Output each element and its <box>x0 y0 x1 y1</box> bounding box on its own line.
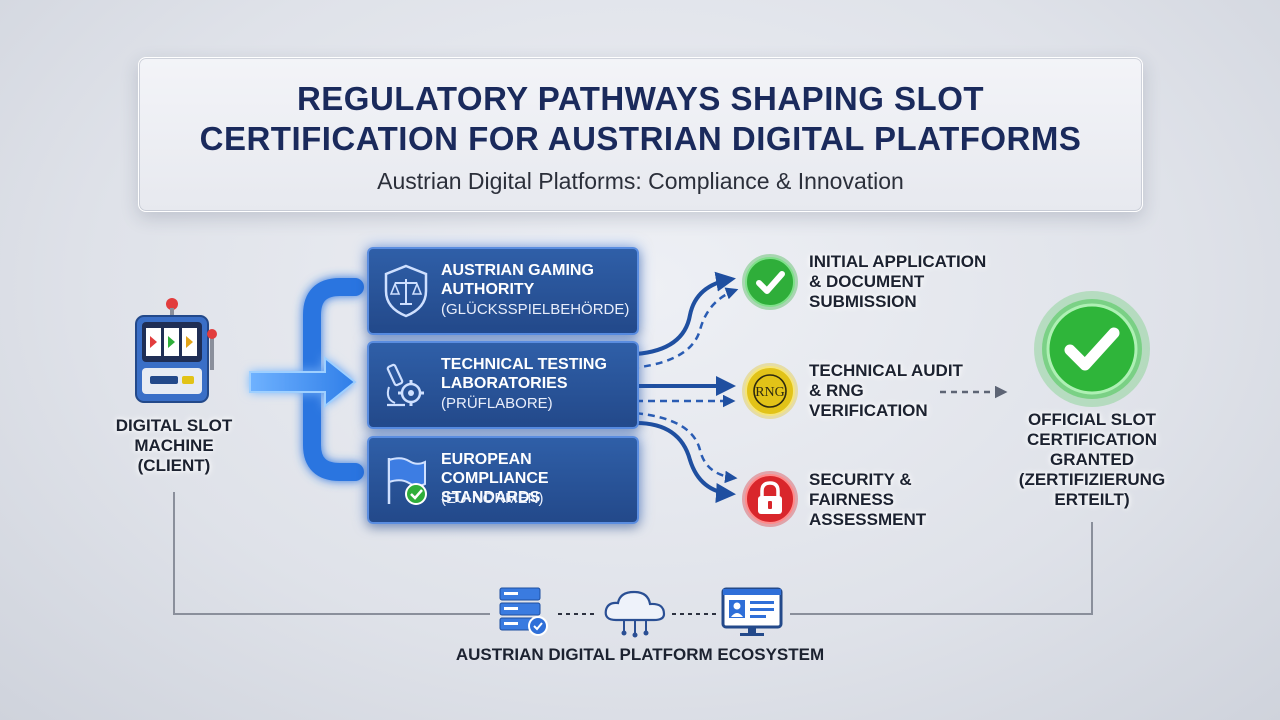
eu-title-line-2: COMPLIANCE STANDARDS <box>441 470 549 506</box>
client-arrow <box>249 355 357 409</box>
result-line-5: ERTEILT) <box>1054 490 1130 509</box>
authority-box-gaming-authority: AUSTRIAN GAMING AUTHORITY (GLÜCKSSPIELBE… <box>367 247 639 335</box>
step-1-line-3: SUBMISSION <box>809 292 917 311</box>
server-stack-icon <box>499 587 548 636</box>
authority-title-line-2: AUTHORITY <box>441 281 535 298</box>
lab-title-line-2: LABORATORIES <box>441 375 568 392</box>
result-line-2: CERTIFICATION <box>1026 430 1157 449</box>
page-subtitle: Austrian Digital Platforms: Compliance &… <box>377 168 904 194</box>
step-1-line-2: & DOCUMENT <box>809 272 925 291</box>
microscope-gear-icon <box>386 363 424 407</box>
lock-icon <box>742 471 798 527</box>
step-initial-application: INITIAL APPLICATION & DOCUMENT SUBMISSIO… <box>809 252 1009 312</box>
eu-subtitle: (EU-NORMEN) <box>441 490 544 507</box>
authority-box-testing-labs: TECHNICAL TESTING LABORATORIES (PRÜFLABO… <box>367 341 639 429</box>
lab-subtitle: (PRÜFLABORE) <box>441 395 553 412</box>
client-label-line-2: MACHINE <box>134 436 214 455</box>
slot-machine-icon <box>135 298 217 403</box>
title-card: REGULATORY PATHWAYS SHAPING SLOT CERTIFI… <box>138 57 1143 212</box>
step-2-line-3: VERIFICATION <box>809 401 928 420</box>
authority-title: AUSTRIAN GAMING AUTHORITY <box>441 261 631 299</box>
result-label: OFFICIAL SLOT CERTIFICATION GRANTED (ZER… <box>1010 410 1174 510</box>
step-security-fairness: SECURITY & FAIRNESS ASSESSMENT <box>809 470 1009 530</box>
eu-title-line-1: EUROPEAN <box>441 451 532 468</box>
authority-title-line-1: AUSTRIAN GAMING <box>441 262 594 279</box>
rng-icon: RNG <box>742 363 798 419</box>
lab-title: TECHNICAL TESTING LABORATORIES <box>441 355 631 393</box>
step-technical-audit: TECHNICAL AUDIT & RNG VERIFICATION <box>809 361 1009 421</box>
client-label-line-3: (CLIENT) <box>137 456 211 475</box>
shield-scales-icon <box>384 264 428 318</box>
eu-title: EUROPEAN COMPLIANCE STANDARDS <box>441 450 631 507</box>
check-icon <box>742 254 798 310</box>
result-line-1: OFFICIAL SLOT <box>1027 410 1157 429</box>
lab-title-line-1: TECHNICAL TESTING <box>441 356 607 373</box>
authority-subtitle: (GLÜCKSSPIELBEHÖRDE) <box>441 301 630 318</box>
client-label: DIGITAL SLOT MACHINE (CLIENT) <box>110 416 238 476</box>
cloud-network-icon <box>604 590 666 638</box>
eu-flag-check-icon <box>387 457 427 505</box>
authority-box-eu-standards: EUROPEAN COMPLIANCE STANDARDS (EU-NORMEN… <box>367 436 639 524</box>
ecosystem-label: AUSTRIAN DIGITAL PLATFORM ECOSYSTEM <box>455 645 825 664</box>
certification-check-icon <box>1034 291 1150 407</box>
client-label-line-1: DIGITAL SLOT <box>115 416 233 435</box>
step-3-line-1: SECURITY & <box>809 470 912 489</box>
step-3-line-3: ASSESSMENT <box>809 510 927 529</box>
page-title-line-1: REGULATORY PATHWAYS SHAPING SLOT <box>296 80 985 117</box>
result-line-4: (ZERTIFIZIERUNG <box>1018 470 1166 489</box>
page-title-line-2: CERTIFICATION FOR AUSTRIAN DIGITAL PLATF… <box>199 120 1082 157</box>
step-2-line-1: TECHNICAL AUDIT <box>809 361 963 380</box>
step-2-line-2: & RNG <box>809 381 864 400</box>
step-1-line-1: INITIAL APPLICATION <box>809 252 987 271</box>
monitor-profile-icon <box>721 587 783 636</box>
result-line-3: GRANTED <box>1049 450 1135 469</box>
rng-icon-text: RNG <box>755 385 785 400</box>
step-3-line-2: FAIRNESS <box>809 490 895 509</box>
